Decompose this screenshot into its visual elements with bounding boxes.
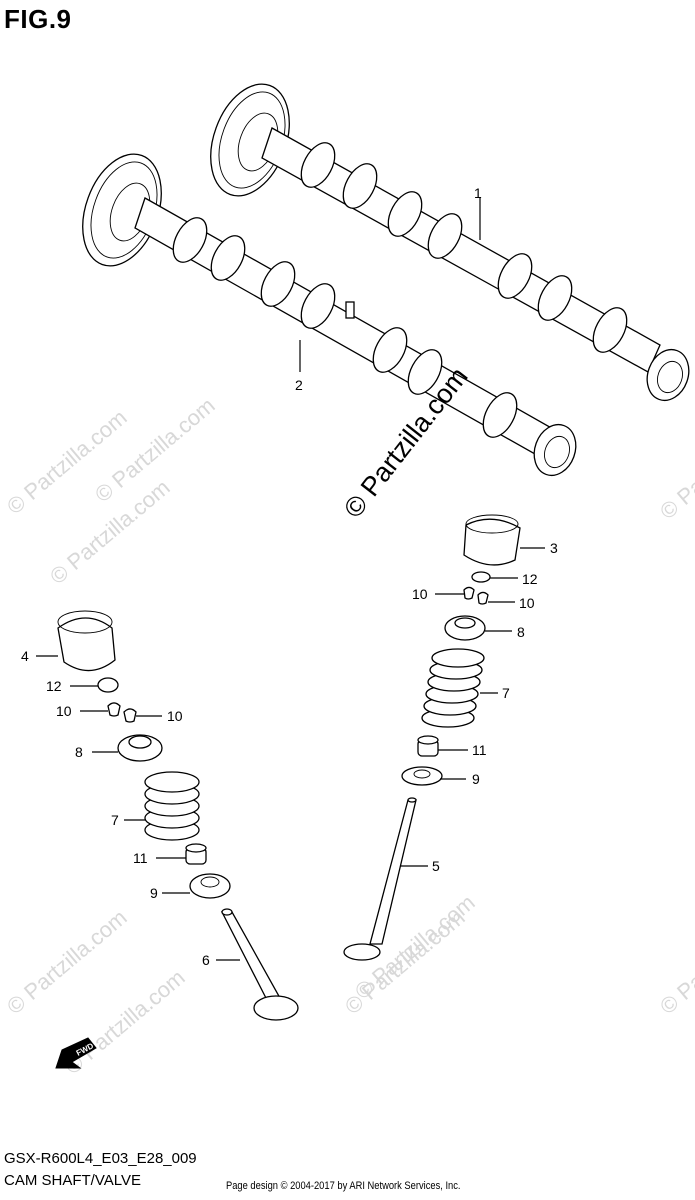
figure-title: FIG.9: [4, 4, 72, 34]
tappet-4: [57, 610, 116, 672]
valve-5: [343, 797, 417, 961]
callout-7-left: 7: [111, 812, 119, 828]
copyright-notice: Page design © 2004-2017 by ARI Network S…: [226, 1180, 461, 1192]
camshaft-2: [82, 153, 577, 477]
callout-9-left: 9: [150, 885, 158, 901]
callout-11-right: 11: [472, 742, 487, 758]
seal-11-right: [417, 735, 439, 757]
retainer-8-right: [444, 615, 486, 641]
seat-9-right: [401, 766, 443, 786]
seal-11-left: [185, 843, 207, 865]
camshaft-1: [210, 83, 690, 402]
callout-10-right-b: 10: [519, 595, 535, 611]
diagram-code: GSX-R600L4_E03_E28_009: [4, 1150, 197, 1167]
callout-4: 4: [21, 648, 29, 664]
callout-5: 5: [432, 858, 440, 874]
callout-8-left: 8: [75, 744, 83, 760]
tappet-3: [463, 514, 521, 566]
callout-7-right: 7: [502, 685, 510, 701]
callout-1: 1: [474, 185, 482, 201]
callout-10-right-a: 10: [412, 586, 428, 602]
diagram-caption: CAM SHAFT/VALVE: [4, 1172, 141, 1189]
callout-12-right: 12: [522, 571, 538, 587]
callout-9-right: 9: [472, 771, 480, 787]
callout-11-left: 11: [133, 850, 148, 866]
callout-8-right: 8: [517, 624, 525, 640]
callout-3: 3: [550, 540, 558, 556]
retainer-8-left: [117, 734, 163, 762]
spring-7-left: [144, 771, 200, 841]
callout-6: 6: [202, 952, 210, 968]
shim-12-right: [471, 571, 491, 583]
cotter-10-left: [107, 702, 137, 723]
callout-10-left-a: 10: [56, 703, 72, 719]
shim-12-left: [97, 677, 119, 693]
leader-lines: [36, 198, 545, 961]
valve-6: [220, 908, 299, 1021]
callout-10-left-b: 10: [167, 708, 183, 724]
cotter-10-right: [463, 586, 489, 605]
spring-7-right: [421, 648, 485, 728]
callout-2: 2: [295, 377, 303, 393]
fwd-arrow-icon: FWD: [55, 1037, 97, 1069]
callout-12-left: 12: [46, 678, 62, 694]
seat-9-left: [189, 873, 231, 899]
